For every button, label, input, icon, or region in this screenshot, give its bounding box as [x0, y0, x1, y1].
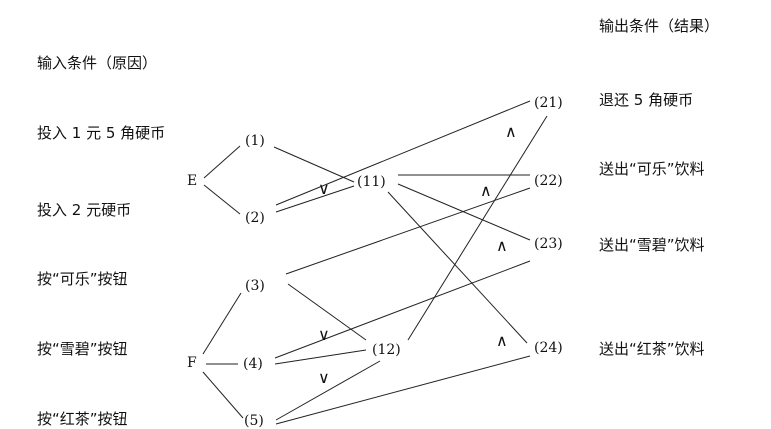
- effect-22: 送出“可乐”饮料: [599, 160, 705, 178]
- output-conditions-header: 输出条件（结果）: [599, 17, 720, 35]
- cause-2: 投入 2 元硬币: [37, 201, 132, 219]
- and-operator-22: ∧: [480, 181, 492, 200]
- edge-5-24: [275, 355, 531, 425]
- node-21: (21): [534, 95, 563, 111]
- or-operator-11: ∨: [318, 179, 330, 198]
- edge-3-22: [285, 187, 531, 275]
- effect-23: 送出“雪碧”饮料: [599, 236, 705, 254]
- edge-4-23: [274, 260, 531, 359]
- node-24: (24): [534, 340, 563, 356]
- edge-f-3: [202, 292, 242, 355]
- and-operator-24: ∧: [496, 331, 508, 350]
- edge-3-12: [287, 283, 367, 341]
- effect-24: 送出“红茶”饮料: [599, 340, 705, 358]
- and-operator-23: ∧: [496, 236, 508, 255]
- cause-1: 投入 1 元 5 角硬币: [37, 124, 166, 142]
- edge-e-1: [203, 145, 241, 179]
- cause-5: 按“红茶”按钮: [37, 410, 128, 428]
- node-23: (23): [534, 236, 563, 252]
- edge-2-21: [275, 100, 531, 206]
- cause-3: 按“可乐”按钮: [37, 270, 128, 288]
- constraint-e: E: [187, 173, 198, 189]
- input-conditions-header: 输入条件（原因）: [37, 54, 158, 72]
- edge-f-5: [202, 371, 244, 419]
- edge-11-23: [397, 183, 531, 241]
- effect-21: 退还 5 角硬币: [599, 91, 694, 109]
- constraint-f: F: [187, 355, 197, 371]
- edge-12-21: [407, 115, 548, 341]
- edge-e-2: [203, 184, 241, 215]
- node-4: (4): [243, 356, 263, 372]
- node-1: (1): [245, 133, 265, 149]
- node-3: (3): [245, 278, 265, 294]
- edge-11-24: [387, 191, 528, 344]
- node-5: (5): [244, 413, 264, 429]
- node-12: (12): [372, 342, 401, 358]
- and-operator-21: ∧: [505, 122, 517, 141]
- or-operator-12a: ∨: [318, 325, 330, 344]
- edge-2-11: [275, 185, 355, 213]
- node-2: (2): [245, 210, 265, 226]
- or-operator-12b: ∨: [318, 368, 330, 387]
- edge-5-12: [275, 360, 381, 421]
- node-11: (11): [357, 174, 386, 190]
- edge-4-12: [274, 349, 367, 365]
- edge-1-11: [273, 146, 355, 183]
- node-22: (22): [534, 173, 563, 189]
- cause-4: 按“雪碧”按钮: [37, 340, 128, 358]
